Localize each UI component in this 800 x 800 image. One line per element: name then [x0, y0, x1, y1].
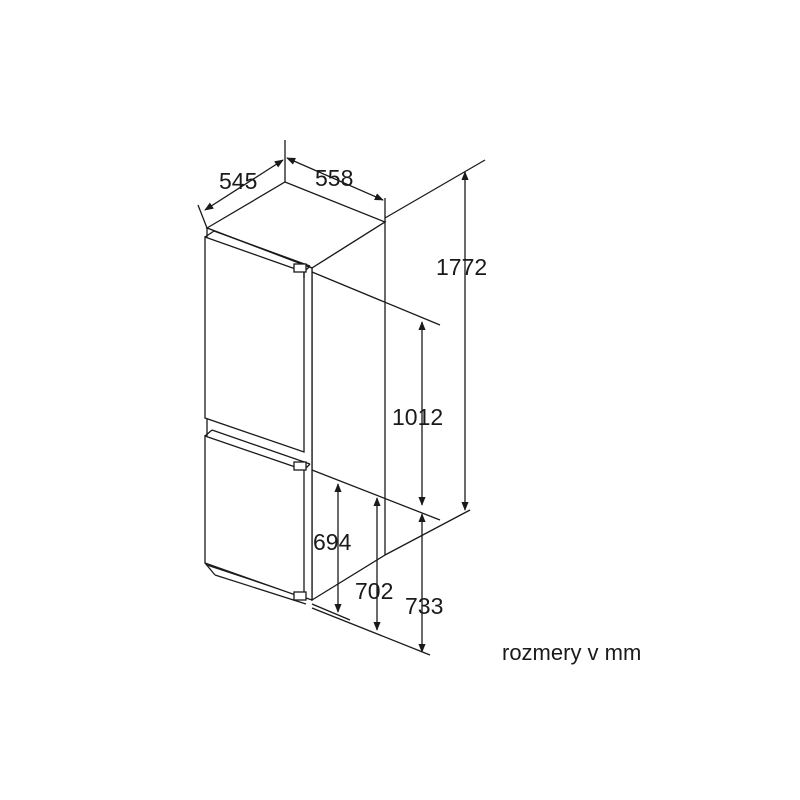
- width-label: 558: [315, 165, 353, 191]
- lower-mid-label: 702: [355, 578, 393, 604]
- lower-total-label: 733: [405, 593, 443, 619]
- dimension-labels: 545 558 1772 1012 694 702 733: [219, 165, 487, 619]
- units-caption: rozmery v mm: [502, 640, 642, 665]
- lower-door-label: 694: [313, 529, 352, 555]
- depth-dimension-line: [204, 159, 284, 211]
- lower-hinge-top-icon: [293, 461, 307, 471]
- upper-section-label: 1012: [392, 404, 443, 430]
- width-dimension-line: [286, 157, 384, 201]
- lower-hinge-bottom-icon: [293, 591, 307, 601]
- upper-door: [204, 230, 311, 453]
- dimension-lines: [204, 157, 469, 653]
- upper-hinge-icon: [293, 263, 307, 273]
- extension-lines: [197, 140, 486, 656]
- lower-door: [204, 429, 311, 605]
- total-height-label: 1772: [436, 254, 487, 280]
- depth-label: 545: [219, 168, 257, 194]
